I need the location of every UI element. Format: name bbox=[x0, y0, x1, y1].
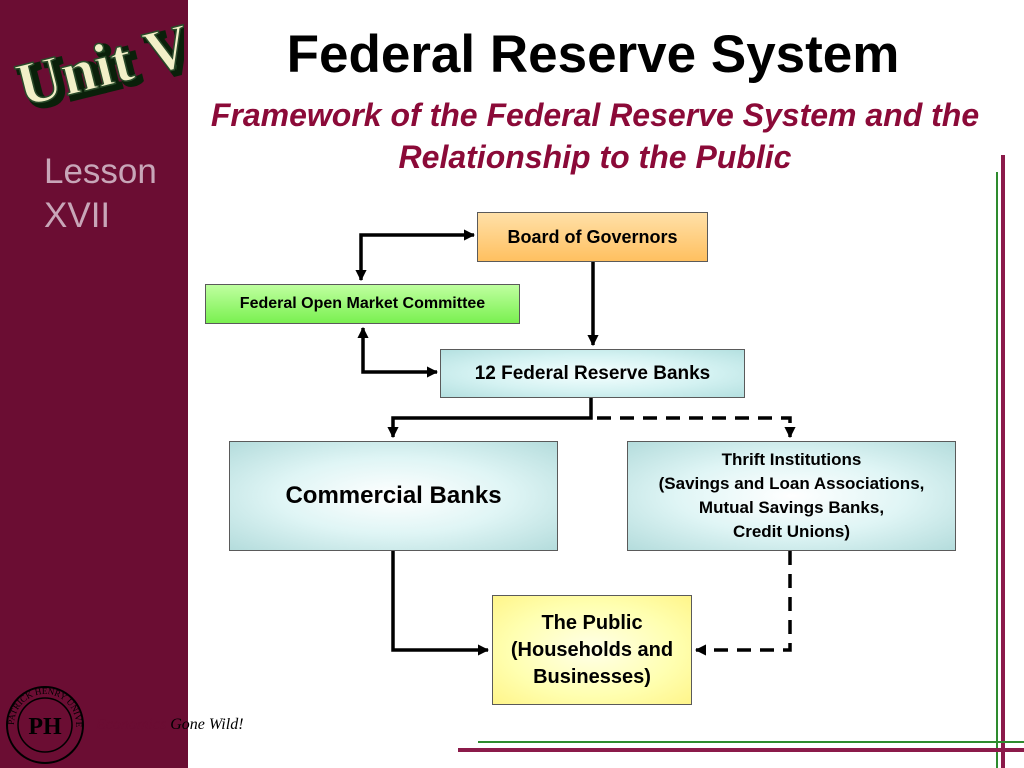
page-title: Federal Reserve System bbox=[286, 25, 900, 84]
lesson-number: XVII bbox=[44, 196, 111, 235]
university-seal: PATRICK HENRY UNIVERSITY PH bbox=[4, 684, 84, 764]
arrow-bog-fomc bbox=[355, 229, 476, 282]
deco-line-green-bottom bbox=[478, 741, 1024, 743]
footer-tagline: Economics Gone Wild! bbox=[96, 716, 244, 734]
thrift-line-2: (Savings and Loan Associations, bbox=[658, 474, 925, 493]
thrift-line-4: Credit Unions) bbox=[732, 522, 851, 541]
footer-gone-wild: Gone Wild! bbox=[170, 716, 244, 733]
public-title: The Public bbox=[541, 611, 643, 634]
public-line-2: (Households and bbox=[510, 638, 674, 661]
commercial-banks-box: Commercial Banks bbox=[229, 441, 558, 551]
public-line-3: Businesses) bbox=[533, 665, 651, 688]
deco-line-maroon-right bbox=[1001, 155, 1005, 768]
thrift-line-3: Mutual Savings Banks, bbox=[698, 498, 885, 517]
unit-title-logo: Unit V Unit V bbox=[9, 11, 184, 122]
deco-line-green-right bbox=[996, 172, 998, 768]
deco-line-maroon-bottom bbox=[458, 748, 1024, 752]
arrow-fomc-frb bbox=[357, 326, 439, 378]
thrift-title: Thrift Institutions bbox=[721, 450, 862, 469]
arrow-frb-thrift bbox=[597, 416, 796, 439]
lesson-label: Lesson XVII bbox=[44, 150, 157, 238]
seal-initials: PH bbox=[28, 714, 62, 740]
arrow-frb-commercial-banks bbox=[387, 398, 593, 439]
lesson-label-text: Lesson bbox=[44, 152, 157, 191]
fomc-box: Federal Open Market Committee bbox=[205, 284, 520, 324]
arrow-commercial-banks-public bbox=[391, 551, 490, 656]
thrift-institutions-box: Thrift Institutions (Savings and Loan As… bbox=[627, 441, 956, 551]
federal-reserve-banks-box: 12 Federal Reserve Banks bbox=[440, 349, 745, 398]
footer-economics: Economics bbox=[96, 716, 167, 733]
board-of-governors-box: Board of Governors bbox=[477, 212, 708, 262]
sidebar: Unit V Unit V Lesson XVII PATRICK HENRY … bbox=[0, 0, 188, 768]
arrow-thrift-public bbox=[694, 551, 792, 656]
the-public-box: The Public (Households and Businesses) bbox=[492, 595, 692, 705]
page-subtitle: Framework of the Federal Reserve System … bbox=[210, 97, 980, 175]
